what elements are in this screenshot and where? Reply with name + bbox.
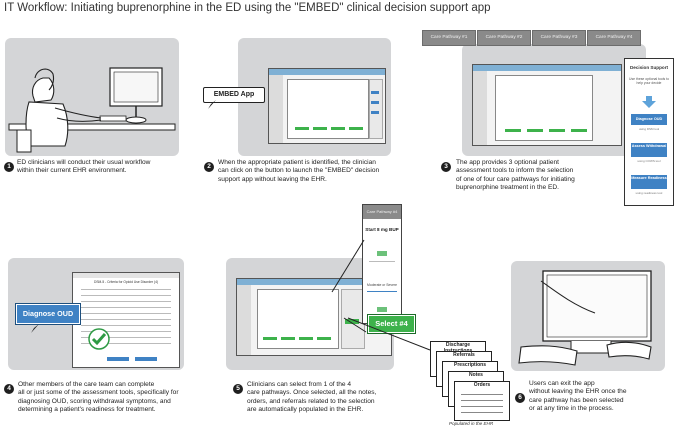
- panel-step-4: DSM-5 - Criteria for Opioid Use Disorder…: [8, 258, 184, 370]
- embed-app-button[interactable]: EMBED App: [203, 87, 265, 103]
- tab-care-pathway-4[interactable]: Care Pathway #4: [587, 30, 641, 46]
- step-number-4: 4: [4, 384, 14, 394]
- panel-step-1: [5, 38, 179, 156]
- doc-orders: Orders: [454, 381, 510, 421]
- care-pathway-tabs: Care Pathway #1 Care Pathway #2 Care Pat…: [422, 30, 642, 46]
- step-1-text: ED clinicians will conduct their usual w…: [17, 159, 151, 175]
- measure-readiness-button[interactable]: Measure Readiness: [631, 175, 667, 189]
- ehr-screen: [268, 68, 386, 144]
- dsm-form: DSM-5 - Criteria for Opioid Use Disorder…: [72, 272, 180, 368]
- checkmark-icon: [88, 328, 110, 350]
- select-4-label: Select #4: [375, 319, 408, 328]
- step-number-3: 3: [441, 162, 451, 172]
- exit-app-illustration: [518, 270, 652, 366]
- tab-care-pathway-2[interactable]: Care Pathway #2: [477, 30, 531, 46]
- arrow-down-icon: [642, 96, 656, 108]
- panel-step-6: [511, 261, 665, 371]
- decision-support-intro: Use these optional tools to help your de…: [629, 77, 669, 86]
- diagnose-oud-sublabel: using DSM tool: [638, 127, 660, 131]
- care-pathway-card: Care Pathway #4 Start 8 mg BUP Moderate …: [362, 204, 402, 324]
- embed-app-label: EMBED App: [213, 91, 255, 98]
- step-2-text: When the appropriate patient is identifi…: [218, 159, 380, 183]
- decision-support-panel: Decision Support Use these optional tool…: [624, 58, 674, 206]
- step-number-2: 2: [204, 162, 214, 172]
- panel-step-2: [238, 38, 391, 156]
- care-pathway-card-header: Care Pathway #4: [363, 205, 401, 219]
- care-pathway-card-subtitle: Start 8 mg BUP: [365, 227, 399, 232]
- step-4-text: Other members of the care team can compl…: [18, 381, 179, 414]
- cursor-icon-4: [31, 324, 39, 333]
- diagnose-oud-callout[interactable]: Diagnose OUD: [16, 304, 80, 324]
- assess-withdrawal-sublabel: using COWS tool: [637, 159, 661, 163]
- connector-lines: [331, 239, 431, 351]
- ehr-screen-3: [472, 64, 622, 146]
- care-pathway-card-lower: Moderate or Severe: [367, 283, 397, 287]
- page-title: IT Workflow: Initiating buprenorphine in…: [4, 2, 491, 14]
- tab-care-pathway-3[interactable]: Care Pathway #3: [532, 30, 586, 46]
- panel-step-3: [462, 44, 646, 156]
- select-4-button[interactable]: Select #4: [368, 315, 415, 333]
- cursor-icon: [208, 100, 216, 109]
- populated-caption: Populated in the EHR: [449, 421, 494, 426]
- step-number-5: 5: [233, 384, 243, 394]
- clinician-at-computer-illustration: [8, 67, 176, 153]
- tab-care-pathway-1[interactable]: Care Pathway #1: [422, 30, 476, 46]
- step-number-1: 1: [4, 162, 14, 172]
- step-6-text: Users can exit the app without leaving t…: [529, 380, 627, 413]
- measure-readiness-sublabel: using readiness tool: [635, 191, 663, 195]
- assess-withdrawal-button[interactable]: Assess Withdrawal: [631, 143, 667, 157]
- step-number-6: 6: [515, 393, 525, 403]
- step-3-text: The app provides 3 optional patient asse…: [456, 159, 575, 192]
- diagnose-oud-button[interactable]: Diagnose OUD: [631, 114, 667, 125]
- dsm-form-header: DSM-5 - Criteria for Opioid Use Disorder…: [93, 280, 159, 284]
- decision-support-title: Decision Support: [629, 65, 669, 70]
- step-5-text: Clinicians can select from 1 of the 4 ca…: [247, 381, 377, 414]
- diagnose-oud-callout-label: Diagnose OUD: [22, 309, 74, 318]
